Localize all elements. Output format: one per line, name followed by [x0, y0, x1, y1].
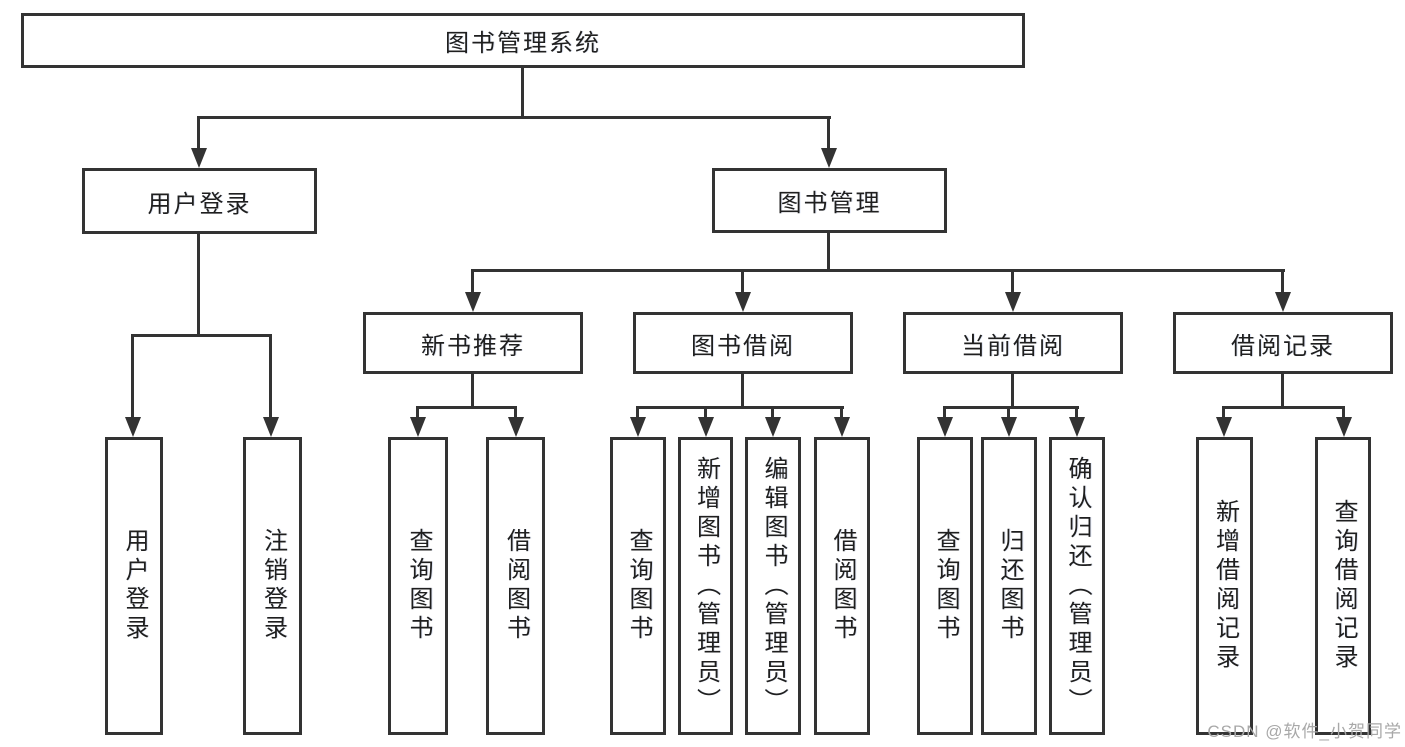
- arrow-down-icon: [465, 292, 481, 312]
- connector-drop-new-book-rec: [471, 269, 474, 294]
- arrow-down-icon: [630, 417, 646, 437]
- connector-drop-leaf: [131, 334, 134, 418]
- connector-user-group-bar: [131, 334, 272, 337]
- leaf-records-add-record: 新增借阅记录: [1196, 437, 1253, 735]
- leaf-borrow-add-books-admin: 新增图书（管理员）: [678, 437, 733, 735]
- arrow-down-icon: [410, 417, 426, 437]
- connector-drop-borrow-records: [1281, 269, 1284, 294]
- node-borrow-records: 借阅记录: [1173, 312, 1393, 374]
- connector-rec-stem: [471, 374, 474, 409]
- connector-drop-user-login: [197, 116, 200, 150]
- arrow-down-icon: [263, 417, 279, 437]
- connector-drop-leaf: [704, 406, 707, 419]
- connector-level2-bar: [197, 116, 831, 119]
- leaf-current-confirm-return-admin: 确认归还（管理员）: [1049, 437, 1105, 735]
- connector-drop-book-borrow: [741, 269, 744, 294]
- leaf-records-query-record: 查询借阅记录: [1315, 437, 1371, 735]
- arrow-down-icon: [1275, 292, 1291, 312]
- connector-root-stem: [521, 68, 524, 118]
- arrow-down-icon: [1001, 417, 1017, 437]
- connector-drop-current-borrow: [1011, 269, 1014, 294]
- connector-drop-leaf: [943, 406, 946, 419]
- node-book-mgmt: 图书管理: [712, 168, 947, 233]
- leaf-rec-query-books: 查询图书: [388, 437, 448, 735]
- connector-current-bar: [943, 406, 1079, 409]
- node-user-login: 用户登录: [82, 168, 317, 234]
- leaf-current-return-books: 归还图书: [981, 437, 1037, 735]
- leaf-logout: 注销登录: [243, 437, 302, 735]
- arrow-down-icon: [834, 417, 850, 437]
- connector-drop-leaf: [1075, 406, 1078, 419]
- connector-borrow-stem: [741, 374, 744, 409]
- arrow-down-icon: [1069, 417, 1085, 437]
- arrow-down-icon: [1216, 417, 1232, 437]
- connector-drop-leaf: [636, 406, 639, 419]
- arrow-down-icon: [698, 417, 714, 437]
- node-new-book-recommend: 新书推荐: [363, 312, 583, 374]
- arrow-down-icon: [1005, 292, 1021, 312]
- arrow-down-icon: [765, 417, 781, 437]
- leaf-rec-borrow-books: 借阅图书: [486, 437, 545, 735]
- connector-drop-leaf: [416, 406, 419, 419]
- connector-rec-bar: [416, 406, 517, 409]
- leaf-current-query-books: 查询图书: [917, 437, 973, 735]
- connector-drop-leaf: [1342, 406, 1345, 419]
- connector-user-login-stem: [197, 234, 200, 337]
- arrow-down-icon: [191, 148, 207, 168]
- arrow-down-icon: [735, 292, 751, 312]
- node-root: 图书管理系统: [21, 13, 1025, 68]
- connector-book-mgmt-stem: [827, 233, 830, 271]
- csdn-watermark: CSDN @软件_小贺同学: [1207, 722, 1402, 741]
- arrow-down-icon: [937, 417, 953, 437]
- connector-level3-bar: [471, 269, 1285, 272]
- connector-drop-leaf: [771, 406, 774, 419]
- connector-drop-leaf: [1222, 406, 1225, 419]
- leaf-user-login: 用户登录: [105, 437, 163, 735]
- arrow-down-icon: [1336, 417, 1352, 437]
- connector-drop-leaf: [269, 334, 272, 418]
- connector-drop-leaf: [1007, 406, 1010, 419]
- leaf-borrow-edit-books-admin: 编辑图书（管理员）: [745, 437, 801, 735]
- connector-drop-leaf: [514, 406, 517, 419]
- connector-current-stem: [1011, 374, 1014, 409]
- arrow-down-icon: [508, 417, 524, 437]
- node-book-borrow: 图书借阅: [633, 312, 853, 374]
- connector-borrow-bar: [636, 406, 844, 409]
- connector-records-stem: [1281, 374, 1284, 409]
- leaf-borrow-borrow-books: 借阅图书: [814, 437, 870, 735]
- arrow-down-icon: [125, 417, 141, 437]
- connector-drop-leaf: [840, 406, 843, 419]
- arrow-down-icon: [821, 148, 837, 168]
- connector-drop-book-mgmt: [827, 116, 830, 150]
- node-current-borrow: 当前借阅: [903, 312, 1123, 374]
- connector-records-bar: [1222, 406, 1345, 409]
- leaf-borrow-query-books: 查询图书: [610, 437, 666, 735]
